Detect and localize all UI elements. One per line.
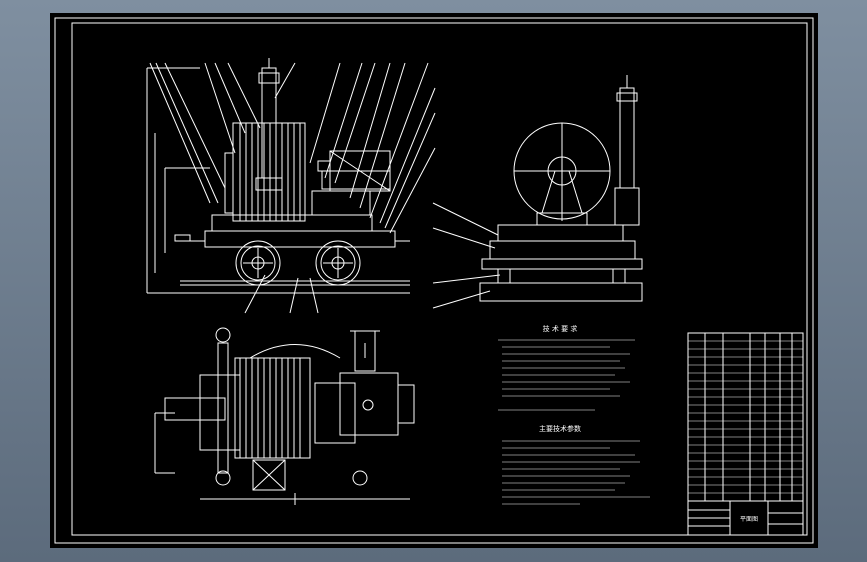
side-elevation-view <box>432 75 643 309</box>
tech-requirements-title: 技 术 要 求 <box>543 324 578 333</box>
main-params-title: 主要技术参数 <box>539 424 581 433</box>
drawing-sheet: 技 术 要 求 主要技术参数 <box>50 13 818 548</box>
support-column <box>255 58 283 191</box>
inner-frame <box>71 22 808 536</box>
drum-plan <box>234 344 341 459</box>
wheel-right <box>315 240 361 286</box>
front-elevation-view <box>146 58 436 314</box>
outer-frame <box>54 17 814 544</box>
cad-drawing: 技 术 要 求 主要技术参数 <box>54 17 814 544</box>
motor-unit <box>311 150 391 216</box>
parts-list-table <box>687 332 804 502</box>
winding-drum <box>224 122 306 222</box>
plan-view <box>154 327 415 505</box>
technical-notes: 技 术 要 求 主要技术参数 <box>498 324 650 505</box>
wheel-left <box>235 240 281 286</box>
callout-leaders <box>149 62 436 314</box>
drawing-name: 平面图 <box>740 516 758 523</box>
title-block: 平面图 <box>687 500 804 536</box>
